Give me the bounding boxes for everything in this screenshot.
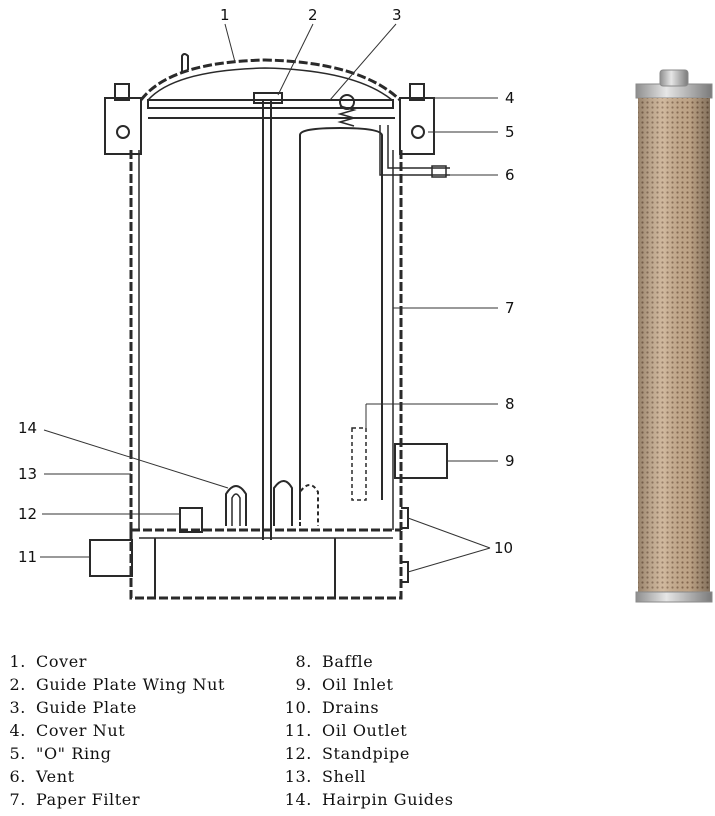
callout-3: 3: [392, 6, 402, 24]
cover-nut-left: [104, 83, 142, 155]
callout-5: 5: [505, 123, 515, 141]
legend-item-number: 4.: [9, 721, 26, 740]
legend-item-number: 11.: [284, 721, 312, 740]
standpipe: [179, 507, 203, 533]
legend-item-number: 7.: [9, 790, 26, 809]
parts-legend: 1. Cover 2. Guide Plate Wing Nut 3. Guide P…: [0, 650, 715, 816]
legend-item-label: Hairpin Guides: [322, 790, 454, 809]
callout-8: 8: [505, 395, 515, 413]
legend-item: 12. Standpipe: [282, 742, 454, 765]
cutaway-drawing: [89, 53, 450, 600]
legend-item: 3. Guide Plate: [6, 696, 225, 719]
legend-item: 13. Shell: [282, 765, 454, 788]
oil-outlet: [89, 539, 133, 577]
legend-item-number: 2.: [9, 675, 26, 694]
legend-item: 5. "O" Ring: [6, 742, 225, 765]
callout-9: 9: [505, 452, 515, 470]
callout-2: 2: [308, 6, 318, 24]
legend-item: 9. Oil Inlet: [282, 673, 454, 696]
callout-4: 4: [505, 89, 515, 107]
vent: [379, 125, 450, 176]
callout-13: 13: [18, 465, 37, 483]
callout-10: 10: [494, 539, 513, 557]
legend-item: 2. Guide Plate Wing Nut: [6, 673, 225, 696]
cover: [139, 58, 402, 102]
legend-item: 8. Baffle: [282, 650, 454, 673]
legend-item-number: 5.: [9, 744, 26, 763]
legend-item-label: Guide Plate: [36, 698, 137, 717]
legend-item: 6. Vent: [6, 765, 225, 788]
legend-item-label: Guide Plate Wing Nut: [36, 675, 226, 694]
legend-item-label: Cover: [36, 652, 88, 671]
legend-item-number: 14.: [284, 790, 312, 809]
legend-item-number: 3.: [9, 698, 26, 717]
legend-item-label: Cover Nut: [36, 721, 126, 740]
legend-item-number: 8.: [295, 652, 312, 671]
legend-item-number: 10.: [284, 698, 312, 717]
legend-item-number: 6.: [9, 767, 26, 786]
legend-column-right: 8. Baffle 9. Oil Inlet 10. Drains 11. Oil Ou…: [282, 650, 454, 811]
callout-1: 1: [220, 6, 230, 24]
legend-item-label: Vent: [36, 767, 75, 786]
legend-item-number: 9.: [295, 675, 312, 694]
legend-item: 10. Drains: [282, 696, 454, 719]
oil-inlet: [394, 443, 448, 479]
leader-lines: [40, 23, 498, 573]
legend-item-number: 13.: [284, 767, 312, 786]
legend-item: 1. Cover: [6, 650, 225, 673]
legend-item-number: 1.: [9, 652, 26, 671]
legend-item-label: Drains: [322, 698, 380, 717]
legend-item: 7. Paper Filter: [6, 788, 225, 811]
callout-6: 6: [505, 166, 515, 184]
filter-cartridge-photo: [635, 69, 713, 603]
guide-plate-wing-nut: [253, 92, 283, 104]
callout-7: 7: [505, 299, 515, 317]
callout-14: 14: [18, 419, 37, 437]
callout-labels: 1 2 3 4 5 6 7 8 9 10 11 12 13 14: [18, 6, 515, 566]
legend-column-left: 1. Cover 2. Guide Plate Wing Nut 3. Guide P…: [6, 650, 225, 811]
hairpin-guide: [225, 485, 247, 526]
cover-nut-right: [399, 83, 435, 155]
legend-item: 11. Oil Outlet: [282, 719, 454, 742]
legend-item: 14. Hairpin Guides: [282, 788, 454, 811]
legend-item-label: "O" Ring: [36, 744, 112, 763]
paper-filter: [299, 126, 383, 500]
cartridge-bottom-cap: [635, 591, 713, 603]
legend-item-label: Oil Inlet: [322, 675, 394, 694]
legend-item-label: Oil Outlet: [322, 721, 408, 740]
legend-item-label: Baffle: [322, 652, 374, 671]
legend-item: 4. Cover Nut: [6, 719, 225, 742]
baffle: [351, 427, 367, 501]
callout-11: 11: [18, 548, 37, 566]
filter-cutaway-diagram: 1 2 3 4 5 6 7 8 9 10 11 12 13 14: [18, 6, 713, 603]
legend-item-number: 12.: [284, 744, 312, 763]
legend-item-label: Shell: [322, 767, 366, 786]
legend-item-label: Paper Filter: [36, 790, 141, 809]
callout-12: 12: [18, 505, 37, 523]
legend-item-label: Standpipe: [322, 744, 410, 763]
